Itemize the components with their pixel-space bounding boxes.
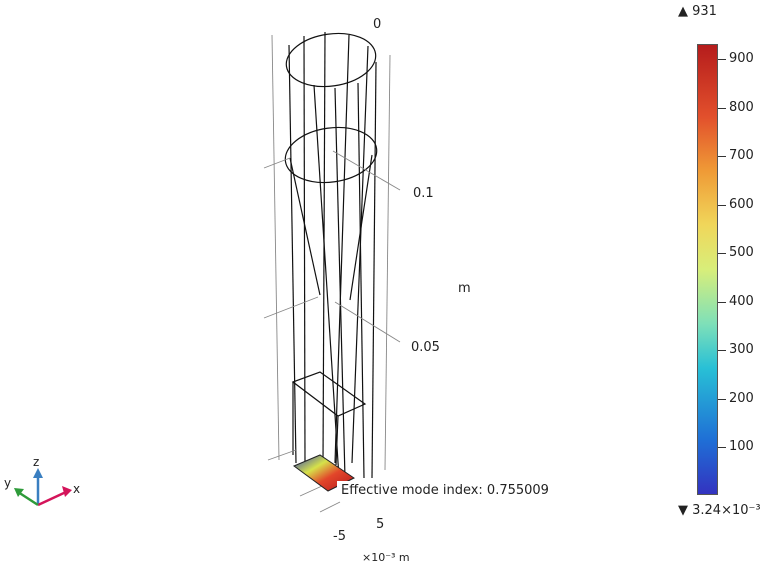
colorbar-tick-mark — [718, 59, 726, 60]
colorbar-min-label: ▼ 3.24×10⁻³ — [678, 503, 761, 518]
colorbar-tick-label: 400 — [729, 293, 754, 309]
colorbar-tick-label: 900 — [729, 51, 754, 66]
x-unit-label: ×10⁻³ m — [362, 551, 410, 564]
x-tick-neg5: -5 — [333, 529, 346, 544]
triad-label-x: x — [73, 482, 81, 496]
colorbar-tick-mark — [718, 447, 726, 448]
colorbar-tick-label: 300 — [729, 342, 754, 357]
colorbar-tick-mark — [718, 253, 726, 254]
colorbar-tick-mark — [718, 301, 726, 303]
colorbar-tick-mark — [718, 398, 726, 400]
colorbar-tick-label: 600 — [729, 196, 754, 212]
z-tick-0: 0 — [373, 17, 382, 32]
colorbar-tick-label: 100 — [729, 439, 754, 454]
colorbar-tick-label: 500 — [729, 245, 754, 260]
colorbar-tick-mark — [718, 350, 726, 351]
z-unit-label: m — [458, 281, 471, 296]
colorbar — [697, 44, 718, 495]
colorbar-tick-mark — [718, 107, 726, 109]
colorbar-tick-label: 700 — [729, 148, 754, 163]
colorbar-tick-mark — [718, 156, 726, 157]
triad-label-z: z — [33, 455, 40, 469]
effective-mode-index-label: Effective mode index: 0.755009 — [337, 481, 553, 500]
x-tick-pos5: 5 — [376, 517, 385, 532]
triad-label-y: y — [4, 476, 12, 490]
colorbar-tick-mark — [718, 204, 726, 206]
axis-triad-icon — [14, 468, 72, 507]
z-tick-0.05: 0.05 — [411, 340, 440, 355]
colorbar-tick-label: 800 — [729, 99, 754, 115]
colorbar-max-label: ▲ 931 — [678, 4, 717, 19]
z-tick-0.1: 0.1 — [413, 186, 434, 201]
colorbar-tick-label: 200 — [729, 390, 754, 406]
